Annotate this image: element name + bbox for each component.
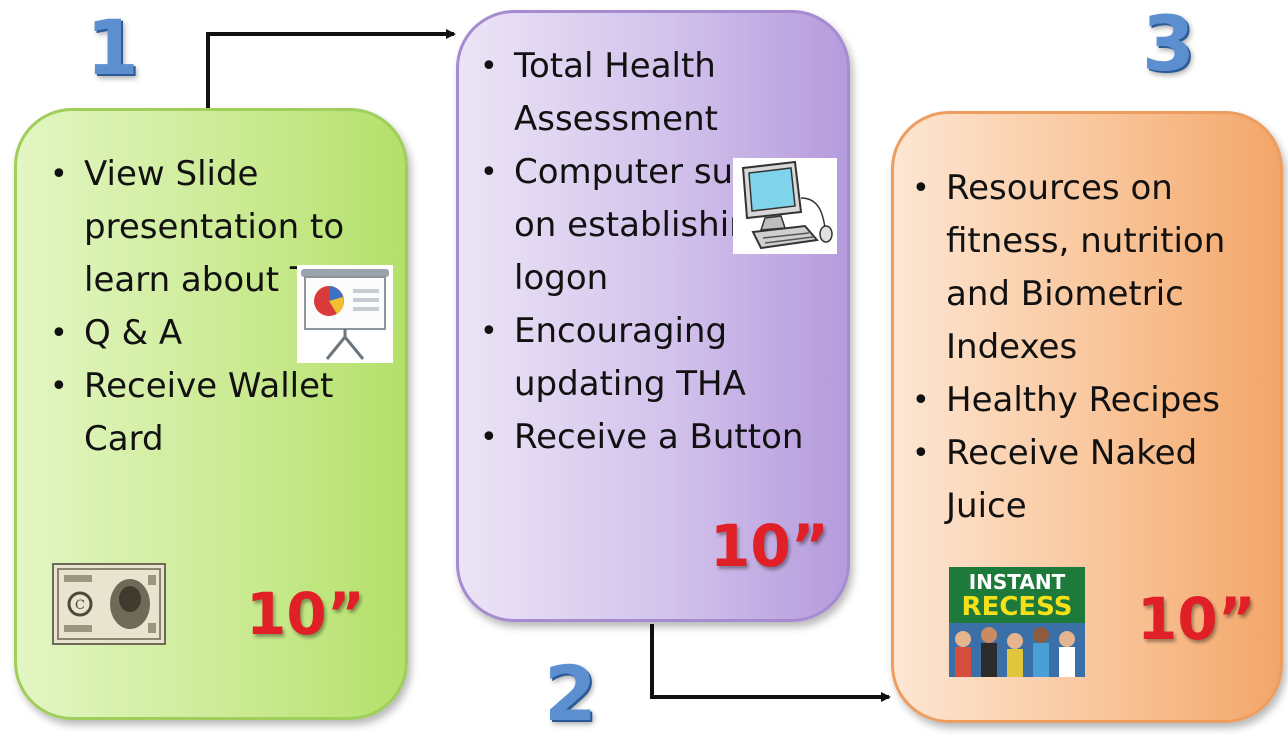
- step-1-duration: 10”: [246, 580, 365, 648]
- step-number-2: 2: [544, 649, 597, 738]
- arrow-step2-to-step3: [650, 624, 891, 702]
- dollar-bill-icon: C: [52, 563, 166, 645]
- list-item: Encouraging updating THA: [480, 305, 830, 411]
- step-number-1: 1: [86, 3, 139, 92]
- list-item: Receive Naked Juice: [912, 427, 1272, 533]
- list-item: Healthy Recipes: [912, 374, 1272, 427]
- step-3-list: Resources on fitness, nutrition and Biom…: [912, 162, 1272, 533]
- step-number-3: 3: [1142, 0, 1195, 88]
- presentation-easel-icon: [297, 265, 393, 363]
- svg-text:C: C: [75, 598, 85, 613]
- arrow-step1-to-step2: [206, 29, 456, 108]
- instant-recess-logo: INSTANT RECESS: [949, 567, 1085, 677]
- list-item: Receive Wallet Card: [50, 360, 368, 466]
- step-2-duration: 10”: [710, 512, 829, 580]
- desktop-computer-icon: [733, 158, 837, 254]
- list-item: Q & A: [50, 307, 368, 360]
- list-item: Receive a Button: [480, 411, 830, 464]
- logo-line-1: INSTANT: [969, 570, 1066, 594]
- list-item: Resources on fitness, nutrition and Biom…: [912, 162, 1272, 374]
- list-item: Total Health Assessment: [480, 40, 830, 146]
- step-1-list: View Slide presentation to learn about T…: [50, 148, 368, 466]
- logo-line-2: RECESS: [962, 592, 1073, 622]
- step-3-duration: 10”: [1137, 585, 1256, 653]
